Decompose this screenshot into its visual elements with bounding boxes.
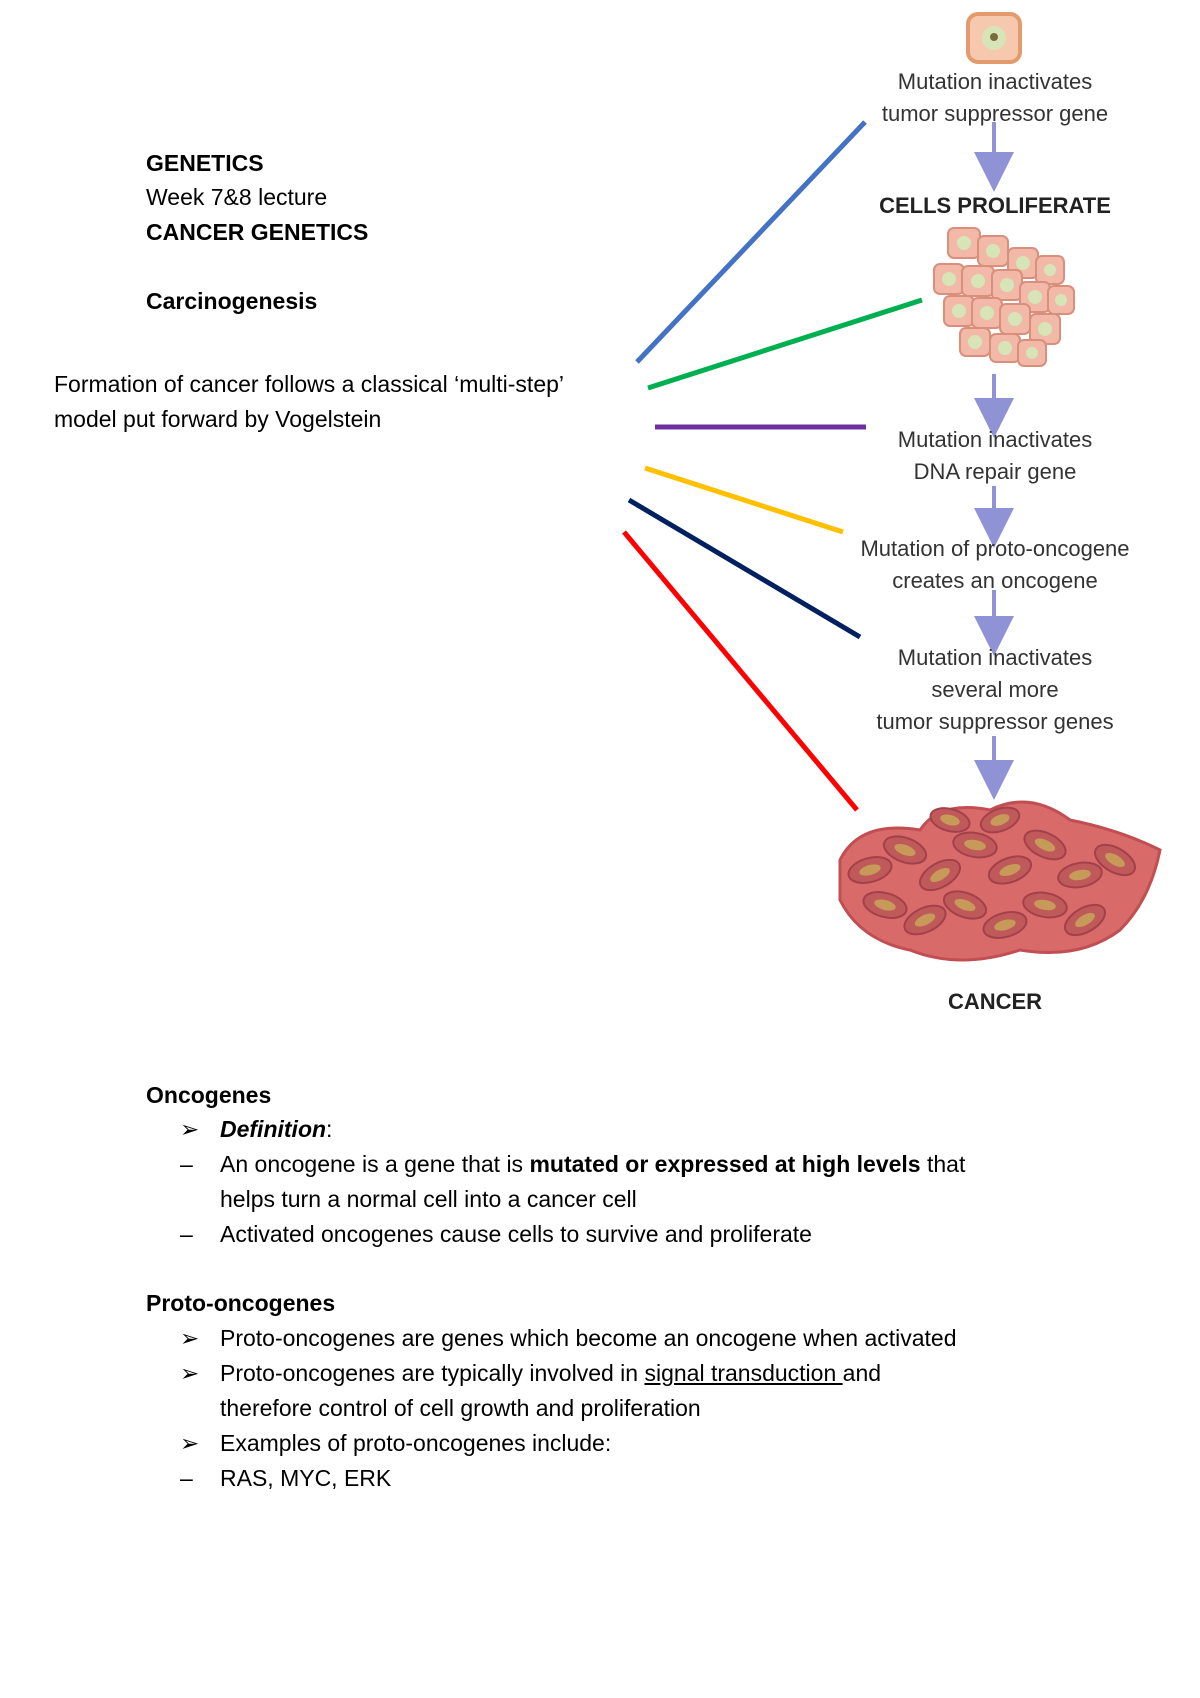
diagram-step4-label: Mutation inactivates several more tumor … [876, 645, 1114, 734]
arrow-bullet-icon: ➢ [180, 1360, 200, 1386]
topic-title: CANCER GENETICS [146, 219, 369, 245]
lecture-label: Week 7&8 lecture [146, 184, 328, 210]
arrow-bullet-icon: ➢ [180, 1430, 200, 1456]
dash-bullet-icon: – [180, 1151, 193, 1177]
connector-line-yellow [644, 465, 844, 535]
proto-item-4: –RAS, MYC, ERK [180, 1461, 391, 1495]
connector-line-green [647, 297, 923, 391]
arrow-bullet-icon: ➢ [180, 1116, 200, 1142]
dash-bullet-icon: – [180, 1221, 193, 1247]
proto-item-3: ➢Examples of proto-oncogenes include: [180, 1426, 611, 1460]
oncogene-item-1: –An oncogene is a gene that is mutated o… [180, 1147, 965, 1181]
intro-line-2: model put forward by Vogelstein [54, 406, 382, 432]
diagram-step3-label: Mutation of proto-oncogene creates an on… [860, 536, 1130, 593]
intro-line-1: Formation of cancer follows a classical … [54, 371, 565, 397]
oncogenes-heading: Oncogenes [146, 1082, 272, 1108]
oncogene-item-2: –Activated oncogenes cause cells to surv… [180, 1217, 812, 1251]
course-title: GENETICS [146, 150, 264, 176]
connector-line-blue [635, 120, 867, 364]
proto-item-2: ➢Proto-oncogenes are typically involved … [180, 1356, 881, 1390]
diagram-step1-label: Mutation inactivates tumor suppressor ge… [881, 69, 1109, 126]
proto-item-2-cont: therefore control of cell growth and pro… [220, 1395, 701, 1421]
proto-heading: Proto-oncogenes [146, 1290, 336, 1316]
section-title: Carcinogenesis [146, 288, 318, 314]
arrow-bullet-icon: ➢ [180, 1325, 200, 1351]
normal-cell-icon [966, 12, 1022, 64]
connector-line-red [622, 530, 859, 812]
diagram-cancer-label: CANCER [947, 989, 1043, 1014]
diagram-step2-label: Mutation inactivates DNA repair gene [897, 427, 1093, 484]
cancer-mass-icon [838, 800, 1162, 962]
cell-cluster-icon [933, 227, 1075, 367]
proto-item-1: ➢Proto-oncogenes are genes which become … [180, 1321, 957, 1355]
oncogene-item-1-cont: helps turn a normal cell into a cancer c… [220, 1186, 637, 1212]
dash-bullet-icon: – [180, 1465, 193, 1491]
definition-item: ➢Definition: [180, 1112, 332, 1146]
definition-label: Definition [220, 1116, 327, 1142]
diagram-proliferate-label: CELLS PROLIFERATE [879, 193, 1111, 218]
connector-line-navy [627, 497, 862, 640]
